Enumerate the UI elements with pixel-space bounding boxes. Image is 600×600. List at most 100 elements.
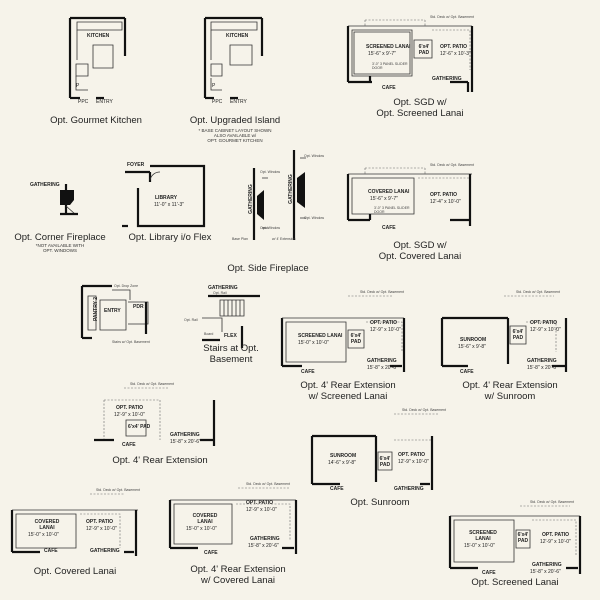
covered-lanai-dim: 15'-6" x 9'-7" [370,196,398,202]
gathering-dim: 15'-8" x 20'-6" [527,365,558,371]
upgraded-island-plan [203,16,264,100]
opt-patio-label: OPT. PATIO [542,532,570,538]
slider-door-note: 3'-0" 3 PANEL SLIDER DOOR [374,206,410,214]
kitchen-label: KITCHEN [87,33,110,39]
opt-patio-label: OPT. PATIO [246,500,274,506]
pantry-p-label: P [212,83,216,89]
opt-patio-label: OPT. PATIO [530,320,558,326]
gathering-label: GATHERING [30,182,60,188]
rear-ext-screened-plan [280,295,406,372]
patio-dim: 12'-6" x 10'-3" [440,51,471,57]
screened-lanai-dim: 15'-0" x 10'-0" [298,340,329,346]
opt-patio-label: OPT. PATIO [398,452,426,458]
caption-rear-ext-sunroom-1: Opt. 4' Rear Extension [462,380,558,391]
patio-dim: 12'-9" x 10'-0" [246,507,277,513]
side-fireplace-plans [252,150,306,240]
basement-entry-plan [80,284,149,340]
std-deck-note: Std. Deck w/ Opt. Basement [96,488,140,492]
caption-sgd-screened-2: Opt. Screened Lanai [376,108,464,119]
covered-lanai-label: COVERED LANAI [192,513,218,525]
gathering-label: GATHERING [90,548,120,554]
sunroom-label: SUNROOM [460,337,487,343]
gathering-dim: 15'-8" x 20'-6" [248,543,279,549]
opt-patio-label: OPT. PATIO [86,519,114,525]
patio-dim: 12'-9" x 10'-0" [398,459,429,465]
cafe-label: CAFE [482,570,496,576]
opt-window-note: Opt. Window [260,170,281,174]
screened-lanai-label: SCREENED LANAI [366,44,411,50]
entry-label: ENTRY [104,308,121,314]
opt-patio-label: OPT. PATIO [116,405,144,411]
patio-dim: 12'-4" x 10'-0" [430,199,461,205]
caption-side-fireplace: Opt. Side Fireplace [227,263,309,274]
gathering-dim: 15'-8" x 20'-6" [170,439,201,445]
screened-lanai-plan [448,505,582,574]
caption-stairs-1: Stairs at Opt. [203,343,259,354]
gathering-label: GATHERING [432,76,462,82]
sunroom-dim: 15'-6" x 9'-8" [458,344,486,350]
gathering-label: GATHERING [208,285,238,291]
extension-note: w/ 4' Extension [272,237,296,241]
covered-lanai-label: COVERED LANAI [34,519,60,531]
opt-patio-label: OPT. PATIO [370,320,398,326]
screened-lanai-dim: 15'-0" x 10'-0" [464,543,495,549]
patio-dim: 12'-9" x 10'-0" [370,327,401,333]
opt-window-note: Opt. Window [304,154,325,158]
gathering-label: GATHERING [527,358,557,364]
gourmet-kitchen-plan [68,16,127,100]
caption-rear-ext-covered-1: Opt. 4' Rear Extension [190,564,286,575]
caption-rear-ext-sunroom-2: w/ Sunroom [484,391,536,402]
caption-rear-ext-screened-2: w/ Screened Lanai [308,391,388,402]
patio-dim: 12'-9" x 10'-0" [114,412,145,418]
gathering-label: GATHERING [532,562,562,568]
pad-label: 6'x4' PAD [379,456,391,468]
cafe-label: CAFE [382,225,396,231]
entry-label: ENTRY [96,99,113,105]
library-label: LIBRARY [155,195,178,201]
cafe-label: CAFE [382,85,396,91]
caption-corner-fireplace: Opt. Corner Fireplace [14,232,106,243]
caption-sunroom: Opt. Sunroom [350,497,410,508]
std-deck-note: Std. Deck w/ Opt. Basement [530,500,574,504]
std-deck-note: Std. Deck w/ Opt. Basement [402,408,446,412]
pantry-label: PANTRY 2 [93,296,100,322]
gathering-label: GATHERING [287,174,294,204]
patio-dim: 12'-9" x 10'-0" [530,327,561,333]
caption-rear-ext: Opt. 4' Rear Extension [112,455,208,466]
covered-lanai-label: COVERED LANAI [368,189,410,195]
covered-lanai-dim: 15'-0" x 10'-0" [186,526,217,532]
caption-library-flex: Opt. Library i/o Flex [128,232,212,243]
gathering-label: GATHERING [367,358,397,364]
pad-label: 6'x4' PAD [517,532,529,544]
upgraded-island-note-1: * BASE CABINET LAYOUT SHOWN [198,128,272,133]
caption-covered-lanai: Opt. Covered Lanai [33,566,117,577]
entry-label: ENTRY [230,99,247,105]
cafe-label: CAFE [122,442,136,448]
caption-rear-ext-screened-1: Opt. 4' Rear Extension [300,380,396,391]
foyer-label: FOYER [127,162,145,168]
caption-rear-ext-covered-2: w/ Covered Lanai [201,575,275,586]
gathering-label: GATHERING [394,486,424,492]
std-deck-note: Std. Deck w/ Opt. Basement [360,290,404,294]
caption-screened-lanai: Opt. Screened Lanai [471,577,559,588]
pad-label: 6'x4' PAD [512,329,524,341]
stairs-basement-plan [202,294,260,348]
ppc-label: PPC [78,99,89,105]
sunroom-dim: 14'-6" x 9'-8" [328,460,356,466]
covered-lanai-dim: 15'-0" x 10'-0" [28,532,59,538]
patio-dim: 12'-9" x 10'-0" [86,526,117,532]
opt-patio-label: OPT. PATIO [430,192,458,198]
opt-window-note: Opt. Window [260,226,281,230]
screened-lanai-label: SCREENED LANAI [298,333,343,339]
caption-sgd-screened-1: Opt. SGD w/ [393,97,447,108]
pantry-p-label: P [76,83,80,89]
patio-dim: 12'-9" x 10'-0" [540,539,571,545]
pad-label: 6'x4' PAD [350,333,362,345]
library-plan [122,164,206,228]
covered-lanai-plan [10,493,138,556]
corner-fireplace-note-1: *NOT AVAILABLE WITH [35,243,85,248]
corner-fireplace-plan [60,184,78,216]
caption-sgd-covered-2: Opt. Covered Lanai [378,251,462,262]
gathering-dim: 15'-8" x 20'-6" [530,569,561,575]
